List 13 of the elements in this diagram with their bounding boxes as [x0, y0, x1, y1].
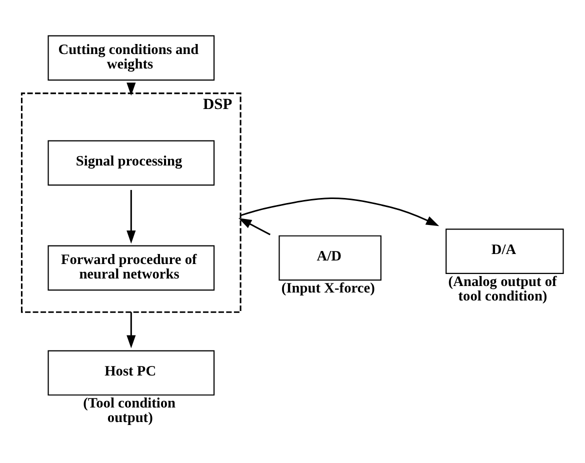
- arrow: [126, 189, 136, 244]
- node-label: (Tool condition output): [83, 395, 176, 426]
- arrow: [126, 312, 136, 348]
- node-box: A/D: [278, 234, 382, 280]
- node-label: (Analog output of tool condition): [448, 274, 557, 304]
- node-box: D/A: [446, 228, 564, 274]
- node-box: Forward procedure of neural networks: [48, 244, 215, 290]
- node-box: Cutting conditions and weights: [48, 34, 215, 80]
- node-label: (Input X-force): [281, 280, 375, 296]
- arrow: [240, 197, 440, 226]
- node-box: Signal processing: [48, 140, 215, 186]
- arrow: [238, 218, 271, 235]
- node-box: Host PC: [48, 350, 215, 396]
